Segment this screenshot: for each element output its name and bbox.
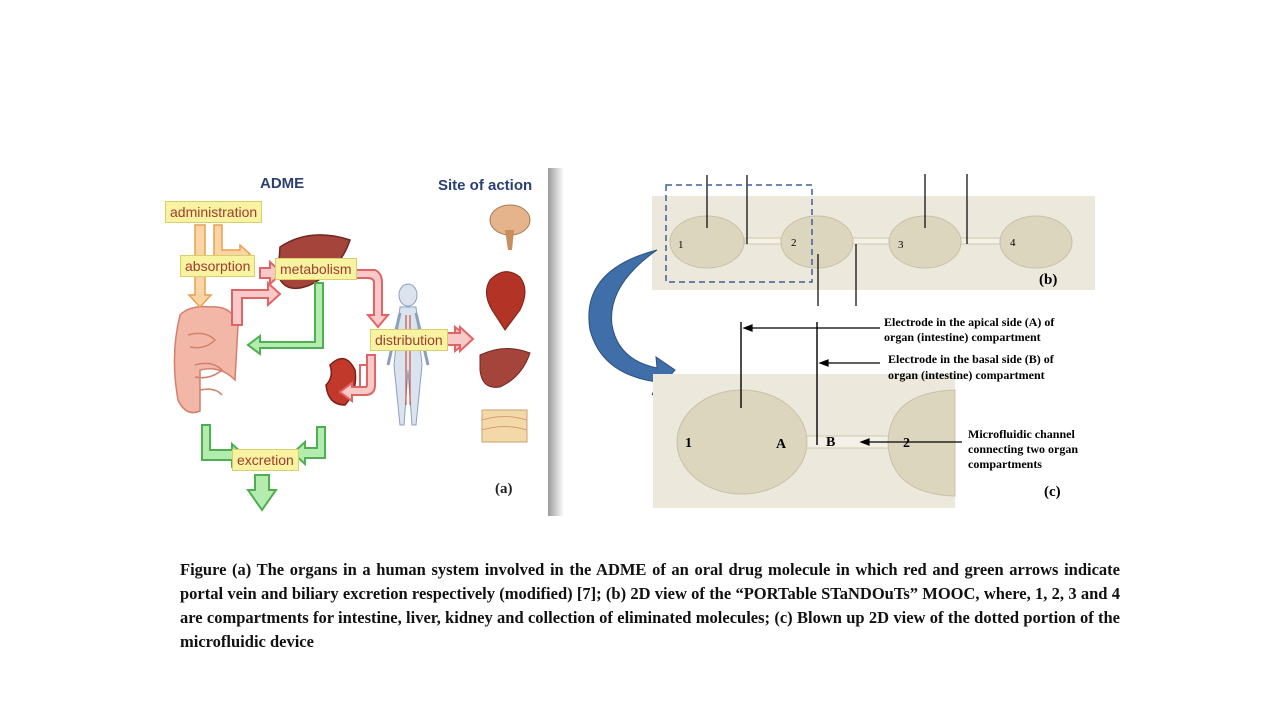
compartment-4-label: 4 (1010, 237, 1016, 249)
annotation-channel-line-2: connecting two organ (968, 442, 1078, 456)
human-body-illustration (386, 283, 430, 426)
figure-caption: Figure (a) The organs in a human system … (180, 560, 1120, 651)
channel-2-3 (851, 237, 890, 245)
absorption-label: absorption (180, 255, 256, 277)
annotation-basal-line-1: Electrode in the basal side (B) of (888, 352, 1055, 366)
distribution-label: distribution (370, 329, 448, 351)
intestine-illustration (173, 305, 239, 414)
panel-c-tag: (c) (1044, 484, 1061, 500)
point-b-label: B (826, 435, 835, 450)
skin-illustration (481, 409, 528, 443)
compartment-4 (999, 215, 1073, 269)
annotation-apical-line-1: Electrode in the apical side (A) of (884, 315, 1055, 329)
annotation-apical-line-2: organ (intestine) compartment (884, 330, 1041, 344)
panel-c-electrodes (740, 322, 818, 445)
point-a-label: A (776, 437, 787, 452)
heart-illustration (486, 271, 526, 331)
metabolism-label: metabolism (275, 258, 357, 280)
excretion-label: excretion (232, 449, 299, 471)
panel-c-number-1: 1 (685, 436, 692, 451)
channel-1-2 (744, 237, 782, 245)
blow-up-arrow (588, 249, 676, 396)
panel-c-compartment-1 (676, 389, 808, 495)
dotted-portion-box (665, 184, 813, 283)
adme-title: ADME (260, 175, 305, 192)
annotation-channel-line-1: Microfluidic channel (968, 427, 1075, 441)
compartment-2 (780, 215, 854, 269)
panel-b-electrodes (706, 174, 968, 306)
annotation-arrows (742, 324, 962, 446)
liver-small-illustration (479, 348, 531, 388)
panel-b-tag: (b) (1039, 272, 1057, 288)
annotation-channel: Microfluidic channel connecting two orga… (968, 427, 1081, 471)
panel-a-adme-illustration: ADME Site of action administration absor… (160, 165, 550, 515)
annotation-basal: Electrode in the basal side (B) of organ… (888, 352, 1057, 382)
compartment-1-label: 1 (678, 239, 684, 251)
panel-a-divider (548, 168, 564, 516)
annotation-channel-line-3: compartments (968, 457, 1042, 471)
compartment-2-label: 2 (791, 237, 797, 249)
panel-c-number-2: 2 (903, 436, 910, 451)
brain-illustration (489, 204, 531, 250)
distribution-arrow (444, 324, 475, 354)
annotation-basal-line-2: organ (intestine) compartment (888, 368, 1045, 382)
site-of-action-title: Site of action (438, 177, 533, 194)
panel-a-tag: (a) (495, 481, 513, 497)
microfluidic-diagram: 1 2 3 4 (b) 1 A B 2 Electrode in the api… (588, 174, 1095, 508)
annotation-apical: Electrode in the apical side (A) of orga… (884, 315, 1057, 344)
compartment-3-label: 3 (898, 239, 904, 251)
administration-label: administration (165, 201, 263, 223)
